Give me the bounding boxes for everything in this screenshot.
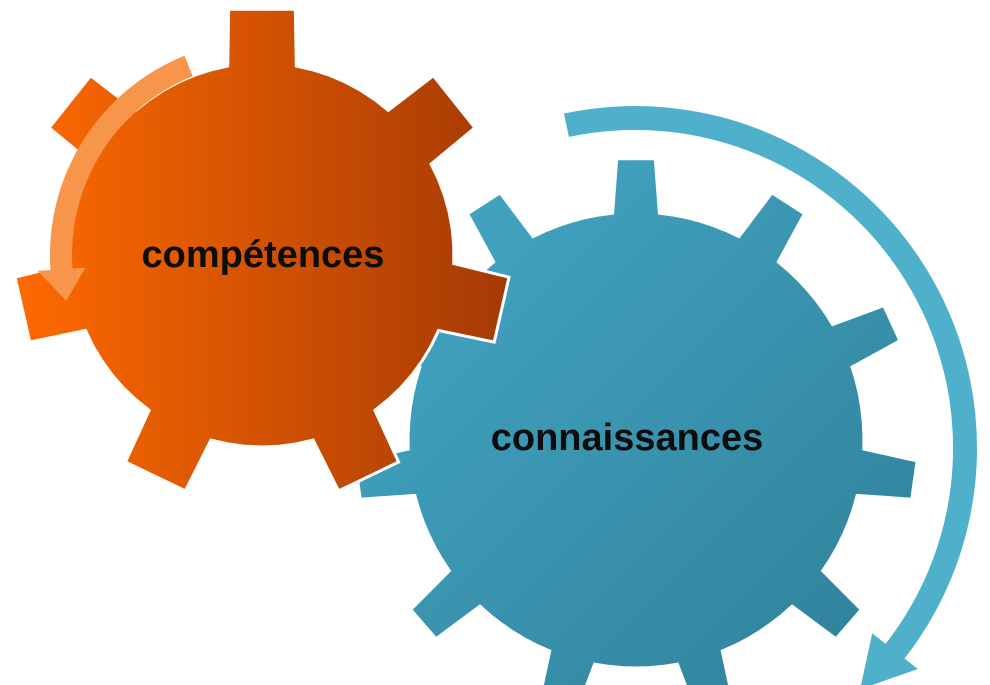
arrow-competences <box>37 55 193 301</box>
gear-competences-label: compétences <box>142 234 385 276</box>
gear-connaissances-label: connaissances <box>491 417 763 459</box>
arrow-competences-shape <box>37 55 193 301</box>
